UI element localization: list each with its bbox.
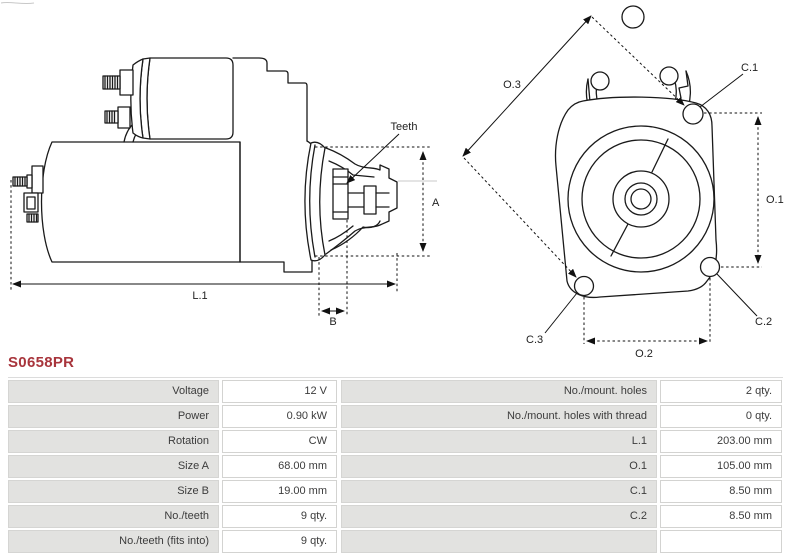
teeth-label: Teeth [391,121,418,133]
spec-label-cell: Voltage [8,380,219,403]
spec-label-cell: Size B [8,480,219,503]
spec-table-right: No./mount. holes 2 qty. No./mount. holes… [341,380,782,555]
spec-value-cell: 8.50 mm [660,505,782,528]
technical-drawing: Teeth L.1 B A [0,1,784,360]
spec-value-cell: 19.00 mm [222,480,337,503]
spec-value-cell: 9 qty. [222,505,337,528]
corner-artifact [0,1,35,5]
dim-c2-label: C.2 [755,316,772,328]
spec-value-cell: 0 qty. [660,405,782,428]
spec-row [341,530,782,553]
spec-row: Power 0.90 kW [8,405,337,428]
spec-row: No./teeth 9 qty. [8,505,337,528]
side-view-drawing: Teeth L.1 B A [10,57,440,328]
spec-row: Rotation CW [8,430,337,453]
spec-label-cell: Rotation [8,430,219,453]
dim-o3-label: O.3 [503,79,521,91]
spec-row: C.2 8.50 mm [341,505,782,528]
table-top-divider [8,377,783,378]
spec-value-cell: 9 qty. [222,530,337,553]
spec-value-cell: 0.90 kW [222,405,337,428]
spec-table-left: Voltage 12 V Power 0.90 kW Rotation CW S… [8,380,337,555]
dim-a-label: A [432,197,440,209]
dim-b-label: B [329,316,336,328]
spec-row: No./mount. holes 2 qty. [341,380,782,403]
spec-row: No./mount. holes with thread 0 qty. [341,405,782,428]
spec-label-cell: No./teeth [8,505,219,528]
spec-label-cell: Size A [8,455,219,478]
dim-o1-label: O.1 [766,194,784,206]
spec-row: Voltage 12 V [8,380,337,403]
part-number-title: S0658PR [8,354,75,371]
spec-value-cell: 105.00 mm [660,455,782,478]
spec-row: Size A 68.00 mm [8,455,337,478]
spec-value-cell: 8.50 mm [660,480,782,503]
dim-c3-label: C.3 [526,334,543,346]
spec-row: C.1 8.50 mm [341,480,782,503]
spec-row: Size B 19.00 mm [8,480,337,503]
spec-label-cell: No./mount. holes with thread [341,405,657,428]
spec-row: No./teeth (fits into) 9 qty. [8,530,337,553]
spec-value-cell: 203.00 mm [660,430,782,453]
spec-value-cell: CW [222,430,337,453]
spec-label-cell: No./teeth (fits into) [8,530,219,553]
front-view-drawing: O.3 C.1 O.1 C.2 C.3 O.2 [462,5,784,360]
spec-label-cell: L.1 [341,430,657,453]
spec-label-cell [341,530,657,553]
spec-value-cell [660,530,782,553]
spec-label-cell: No./mount. holes [341,380,657,403]
spec-label-cell: Power [8,405,219,428]
dim-c1-label: C.1 [741,62,758,74]
spec-label-cell: O.1 [341,455,657,478]
dim-o2-label: O.2 [635,348,653,360]
spec-row: L.1 203.00 mm [341,430,782,453]
spec-row: O.1 105.00 mm [341,455,782,478]
spec-value-cell: 68.00 mm [222,455,337,478]
spec-value-cell: 12 V [222,380,337,403]
spec-label-cell: C.1 [341,480,657,503]
dim-l1-label: L.1 [192,290,207,302]
spec-label-cell: C.2 [341,505,657,528]
spec-value-cell: 2 qty. [660,380,782,403]
